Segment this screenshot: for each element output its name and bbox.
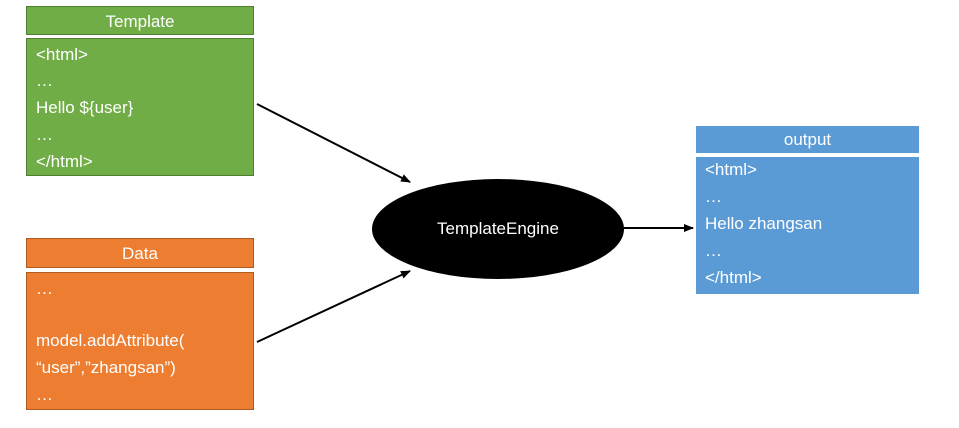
output-line: … [705, 241, 722, 260]
output-line: <html> [705, 160, 757, 179]
data-title: Data [26, 238, 254, 268]
template-line: … [36, 71, 53, 90]
template-line: </html> [36, 152, 93, 171]
output-line: </html> [705, 268, 762, 287]
template-engine-label: TemplateEngine [437, 219, 559, 238]
template-box: Template <html> … Hello ${user} … </html… [26, 6, 254, 176]
arrow-template-to-engine [256, 103, 411, 183]
data-content: … model.addAttribute( “user”,”zhangsan”)… [26, 272, 254, 410]
template-engine: TemplateEngine [372, 179, 624, 279]
data-line: … [36, 279, 53, 298]
output-content: <html> … Hello zhangsan … </html> [696, 157, 919, 294]
data-line: “user”,”zhangsan”) [36, 358, 176, 377]
output-box: output <html> … Hello zhangsan … </html> [696, 126, 919, 294]
output-line: … [705, 187, 722, 206]
template-line: … [36, 125, 53, 144]
data-box: Data … model.addAttribute( “user”,”zhang… [26, 238, 254, 410]
template-line: Hello ${user} [36, 98, 134, 117]
template-content: <html> … Hello ${user} … </html> [26, 38, 254, 176]
output-line: Hello zhangsan [705, 214, 823, 233]
template-line: <html> [36, 45, 88, 64]
data-line: model.addAttribute( [36, 331, 185, 350]
output-title: output [696, 126, 919, 153]
data-line: … [36, 385, 53, 404]
arrow-data-to-engine [256, 270, 411, 343]
template-title: Template [26, 6, 254, 35]
